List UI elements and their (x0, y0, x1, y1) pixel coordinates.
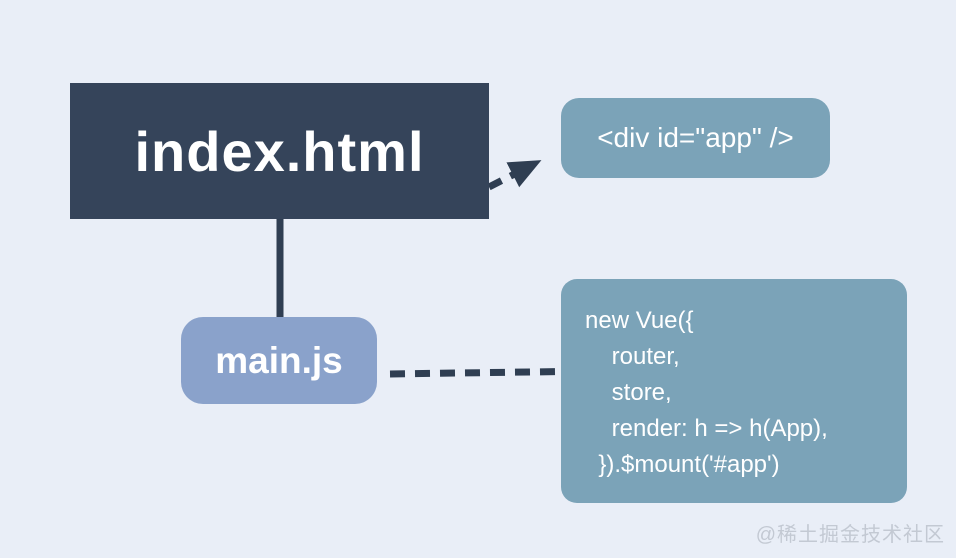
node-index-html-label: index.html (134, 119, 425, 183)
code-line: new Vue({ (585, 307, 694, 334)
arrow-index-to-div (487, 160, 542, 191)
code-line: }).$mount('#app') (585, 451, 780, 478)
code-line: router, (585, 343, 680, 370)
node-div-app-label: <div id="app" /> (597, 122, 794, 153)
watermark: @稀土掘金技术社区 (755, 524, 945, 546)
node-index-html: index.html (70, 83, 489, 219)
code-line: render: h => h(App), (585, 415, 828, 442)
node-div-app: <div id="app" /> (561, 98, 830, 178)
code-line: store, (585, 379, 672, 406)
node-main-js: main.js (181, 317, 377, 404)
node-main-js-label: main.js (215, 339, 343, 381)
node-vue-code: new Vue({ router, store, render: h => h(… (561, 279, 907, 503)
